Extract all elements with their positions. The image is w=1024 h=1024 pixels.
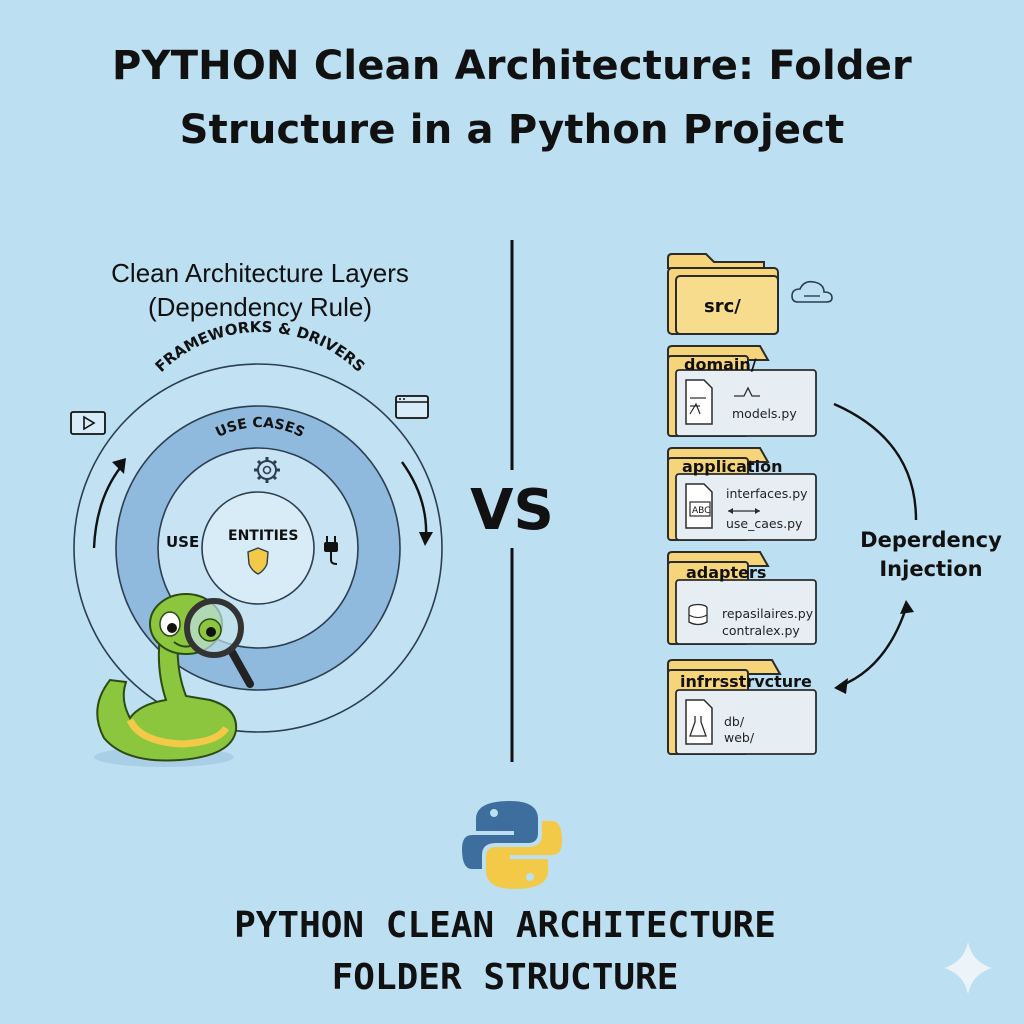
file-models[interactable]: models.py — [732, 406, 797, 421]
layers-heading: Clean Architecture Layers (Dependency Ru… — [40, 256, 480, 324]
bidirectional-arrow-icon — [728, 508, 760, 514]
di-arrow-top-head — [900, 600, 914, 614]
folder-infrastructure — [667, 659, 817, 755]
title-line-2: Structure in a Python Project — [179, 107, 845, 153]
right-rotation-arrow — [401, 461, 428, 539]
folder-label-infrastructure[interactable]: infrrsstrvcture — [680, 672, 812, 691]
sparkle-icon — [944, 942, 992, 994]
python-logo-icon — [462, 801, 562, 889]
left-arrow-head — [112, 458, 126, 474]
folder-src — [667, 253, 779, 335]
file-repositories[interactable]: repasilaires.py — [722, 606, 814, 621]
footer-line-2: FOLDER STRUCTURE — [331, 957, 679, 998]
folder-label-adapters[interactable]: adapters — [686, 563, 767, 582]
vs-label: VS — [470, 478, 554, 543]
plug-icon — [324, 536, 338, 565]
svg-text:ABC: ABC — [692, 506, 710, 516]
folder-db[interactable]: db/ — [724, 714, 745, 729]
layers-heading-line-2: (Dependency Rule) — [147, 292, 372, 322]
gear-icon — [254, 457, 280, 483]
document-abc-icon: ABC — [685, 483, 713, 529]
title-line-1: PYTHON Clean Architecture: Folder — [112, 43, 912, 89]
di-line-2: Injection — [879, 557, 983, 581]
di-line-1: Deperdency — [860, 528, 1002, 552]
model-diagram-icon — [734, 386, 760, 397]
folder-adapters — [667, 551, 817, 645]
database-icon — [688, 603, 708, 626]
folder-domain — [667, 345, 817, 437]
dependency-injection-label: Deperdency Injection — [846, 526, 1016, 584]
file-controllers[interactable]: contralex.py — [722, 623, 800, 638]
right-arrow-head — [419, 532, 433, 546]
snake-mascot-icon — [94, 593, 254, 767]
folder-application: ABC — [667, 447, 817, 541]
footer-caption: PYTHON CLEAN ARCHITECTURE FOLDER STRUCTU… — [0, 900, 1010, 1004]
page-title: PYTHON Clean Architecture: Folder Struct… — [0, 34, 1024, 162]
left-rotation-arrow — [92, 467, 121, 549]
video-icon — [70, 411, 106, 435]
core-label: ENTITIES — [228, 528, 299, 544]
di-arrow-bottom — [839, 607, 908, 688]
cloud-icon — [791, 280, 833, 303]
lab-flask-document-icon — [685, 699, 713, 745]
di-arrow-top — [833, 402, 918, 521]
middle-left-label: USE — [166, 533, 200, 551]
browser-window-icon — [395, 395, 429, 419]
layers-heading-line-1: Clean Architecture Layers — [111, 258, 409, 288]
file-use-cases[interactable]: use_caes.py — [726, 516, 803, 531]
di-arrow-bottom-head — [834, 678, 848, 694]
file-interfaces[interactable]: interfaces.py — [726, 486, 808, 501]
folder-web[interactable]: web/ — [724, 730, 755, 745]
folder-label-domain[interactable]: domain/ — [684, 355, 757, 374]
folder-label-application[interactable]: application — [682, 457, 783, 476]
footer-line-1: PYTHON CLEAN ARCHITECTURE — [234, 905, 776, 946]
shield-icon — [247, 547, 269, 575]
folder-label-src[interactable]: src/ — [704, 296, 741, 317]
document-icon — [685, 379, 713, 425]
